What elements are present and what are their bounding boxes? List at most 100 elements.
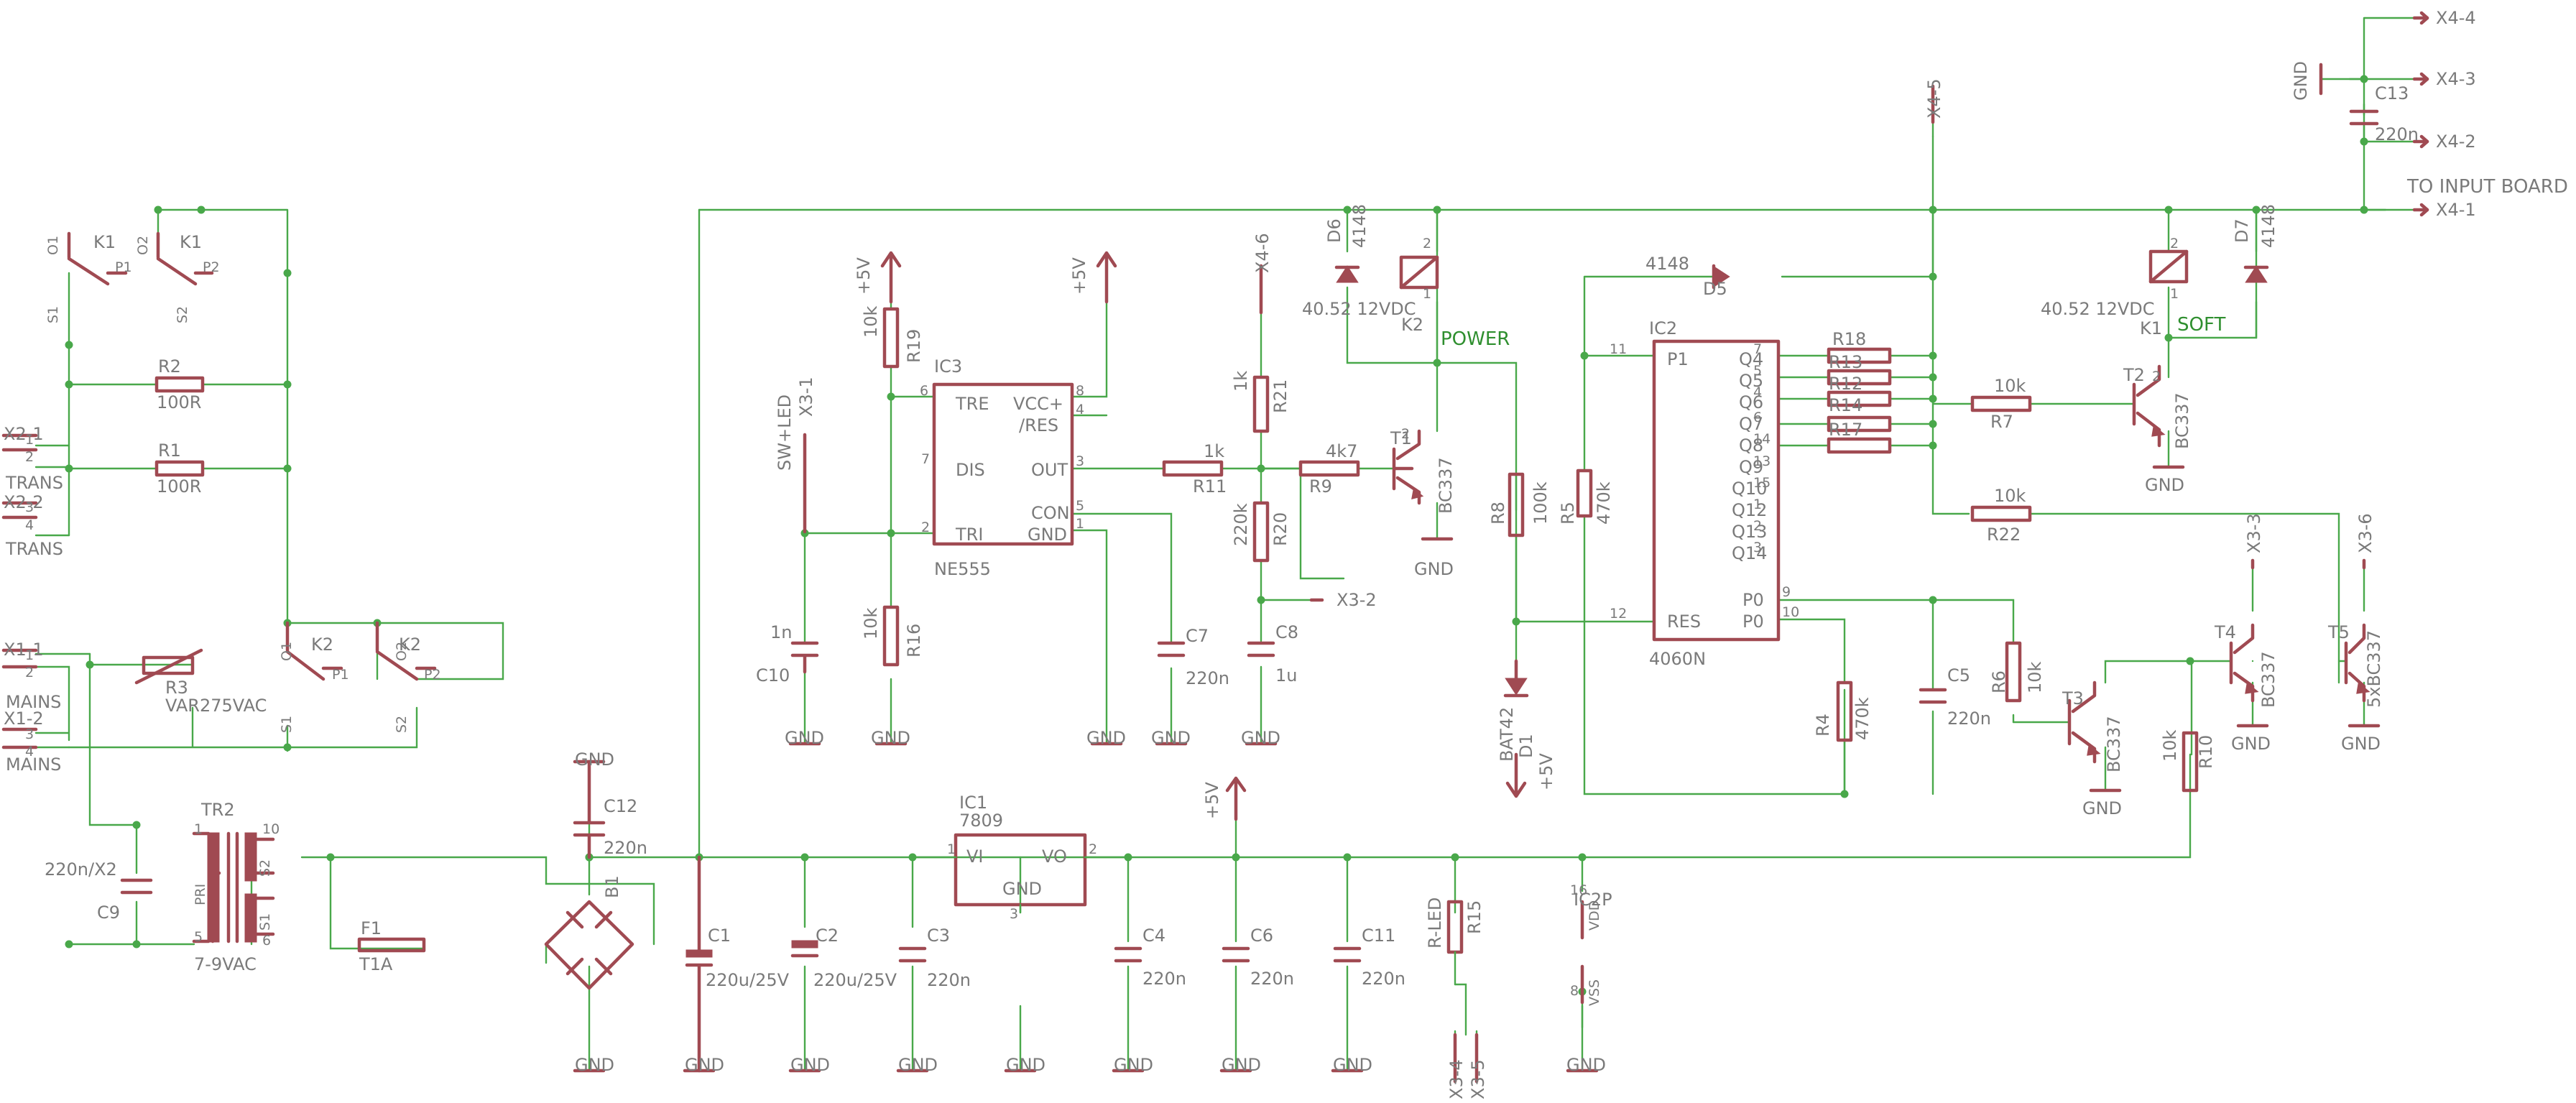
ref-r18: R18 <box>1832 329 1866 349</box>
pin-dis: DIS <box>956 460 985 480</box>
pin-number: 4 <box>25 744 34 760</box>
pin-q8: Q8 <box>1739 435 1763 456</box>
mains-label: MAINS <box>6 754 61 775</box>
pin-q5: Q5 <box>1739 371 1763 391</box>
gnd-label: GND <box>575 749 614 770</box>
gnd-label: GND <box>2082 798 2122 818</box>
connector-label: X3-4 <box>1446 1059 1467 1099</box>
ref-r1: R1 <box>158 440 181 461</box>
pin-number: 1 <box>947 841 956 857</box>
pin-o1: O1 <box>279 642 295 661</box>
pin-s2: S2 <box>257 859 273 877</box>
plus5v-label: +5V <box>1202 782 1222 819</box>
pin-number: 6 <box>262 933 271 949</box>
ref-tr2: TR2 <box>200 800 235 820</box>
pin-number: 16 <box>1570 882 1587 898</box>
power-label: POWER <box>1441 328 1510 350</box>
connector-label: X3-2 <box>1337 590 1377 610</box>
pin-number: 4 <box>1753 384 1762 400</box>
pin-s1: S1 <box>257 913 273 931</box>
val-c4: 220n <box>1142 969 1186 989</box>
gnd-label: GND <box>1241 728 1280 748</box>
val-r19: 10k <box>861 305 881 338</box>
pin-number: 1 <box>1753 497 1762 512</box>
pin-gnd: GND <box>1028 525 1067 545</box>
pin-o2: O2 <box>394 642 410 661</box>
connector-label: X3-3 <box>2244 513 2264 553</box>
pin-vo: VO <box>1042 846 1067 867</box>
pin-vi: VI <box>966 846 984 867</box>
ref-c5: C5 <box>1947 665 1970 686</box>
val-c5: 220n <box>1947 709 1991 729</box>
pin-number: 4 <box>1076 402 1084 417</box>
pin-number: 5 <box>194 929 203 945</box>
ref-ic2: IC2 <box>1649 318 1677 338</box>
ref-r9: R9 <box>1309 476 1332 497</box>
pin-number: 14 <box>1753 431 1771 447</box>
wires <box>34 17 2416 1072</box>
ref-t2: T2 <box>2123 365 2145 385</box>
val-r5: 470k <box>1594 481 1614 525</box>
ref-d6: D6 <box>1324 218 1344 243</box>
pin-o2: O2 <box>135 236 151 255</box>
pin-number: 7 <box>921 451 930 467</box>
connector-label: X3-5 <box>1468 1059 1488 1099</box>
gnd-label: GND <box>1151 728 1191 748</box>
pin-number: 10 <box>262 821 280 837</box>
ref-r22: R22 <box>1987 525 2021 545</box>
gnd-label: GND <box>2231 734 2271 754</box>
ref-c4: C4 <box>1142 926 1165 946</box>
val-c12: 220n <box>604 838 647 858</box>
pin-q4: Q4 <box>1739 349 1763 369</box>
component-symbols <box>1 11 2429 1084</box>
val-t4: BC337 <box>2258 651 2279 708</box>
pin-q12: Q12 <box>1732 500 1767 520</box>
pin-q10: Q10 <box>1732 479 1767 499</box>
ref-r7: R7 <box>1990 412 2013 432</box>
ref-d1: D1 <box>1516 734 1536 758</box>
ref-c9: C9 <box>97 903 120 923</box>
val-t5: 5xBC337 <box>2364 630 2384 708</box>
gnd-label: GND <box>1086 728 1126 748</box>
val-ic1: 7809 <box>959 811 1003 831</box>
val-r11: 1k <box>1204 441 1224 461</box>
pin-p2: P2 <box>424 667 441 683</box>
pin-number: 3 <box>25 499 34 515</box>
ref-c10: C10 <box>756 665 790 686</box>
val-r8: 100k <box>1531 481 1551 525</box>
ref-c8: C8 <box>1275 622 1298 642</box>
ref-r16: R16 <box>904 624 924 657</box>
gnd-label: GND <box>2291 61 2311 101</box>
pin-number: 9 <box>1782 584 1791 600</box>
ref-r13: R13 <box>1829 352 1862 372</box>
ref-ic2p: IC2P <box>1574 890 1612 910</box>
val-c11: 220n <box>1362 969 1405 989</box>
val-ic3: NE555 <box>934 559 991 579</box>
pin-s2: S2 <box>394 716 410 733</box>
ref-t1: T1 <box>1390 428 1412 448</box>
val-r20: 220k <box>1231 503 1251 546</box>
val-r3: VAR275VAC <box>165 696 267 716</box>
plus5v-label: +5V <box>854 257 874 295</box>
ref-r5: R5 <box>1558 502 1578 525</box>
connector-label: X4-6 <box>1252 233 1273 273</box>
val-r1: 100R <box>157 476 201 497</box>
val-d6: 4148 <box>1349 204 1370 248</box>
pin-q6: Q6 <box>1739 392 1763 412</box>
gnd-label: GND <box>1222 1055 1261 1075</box>
connector-label: X4-3 <box>2436 69 2476 89</box>
gnd-label: GND <box>1006 1055 1045 1075</box>
pin-p2: P2 <box>203 259 220 275</box>
ref-r6: R6 <box>1989 670 2009 693</box>
ref-r12: R12 <box>1829 374 1862 394</box>
pin-number: 2 <box>2170 236 2179 251</box>
pin-s1: S1 <box>279 716 295 733</box>
to-input-board-label: TO INPUT BOARD <box>2406 176 2568 198</box>
ref-t5: T5 <box>2327 622 2350 642</box>
val-ic2: 4060N <box>1649 649 1706 669</box>
pin-q9: Q9 <box>1739 457 1763 477</box>
pin-q13: Q13 <box>1732 522 1767 542</box>
ref-t3: T3 <box>2062 688 2084 709</box>
ref-b1: B1 <box>602 875 622 898</box>
